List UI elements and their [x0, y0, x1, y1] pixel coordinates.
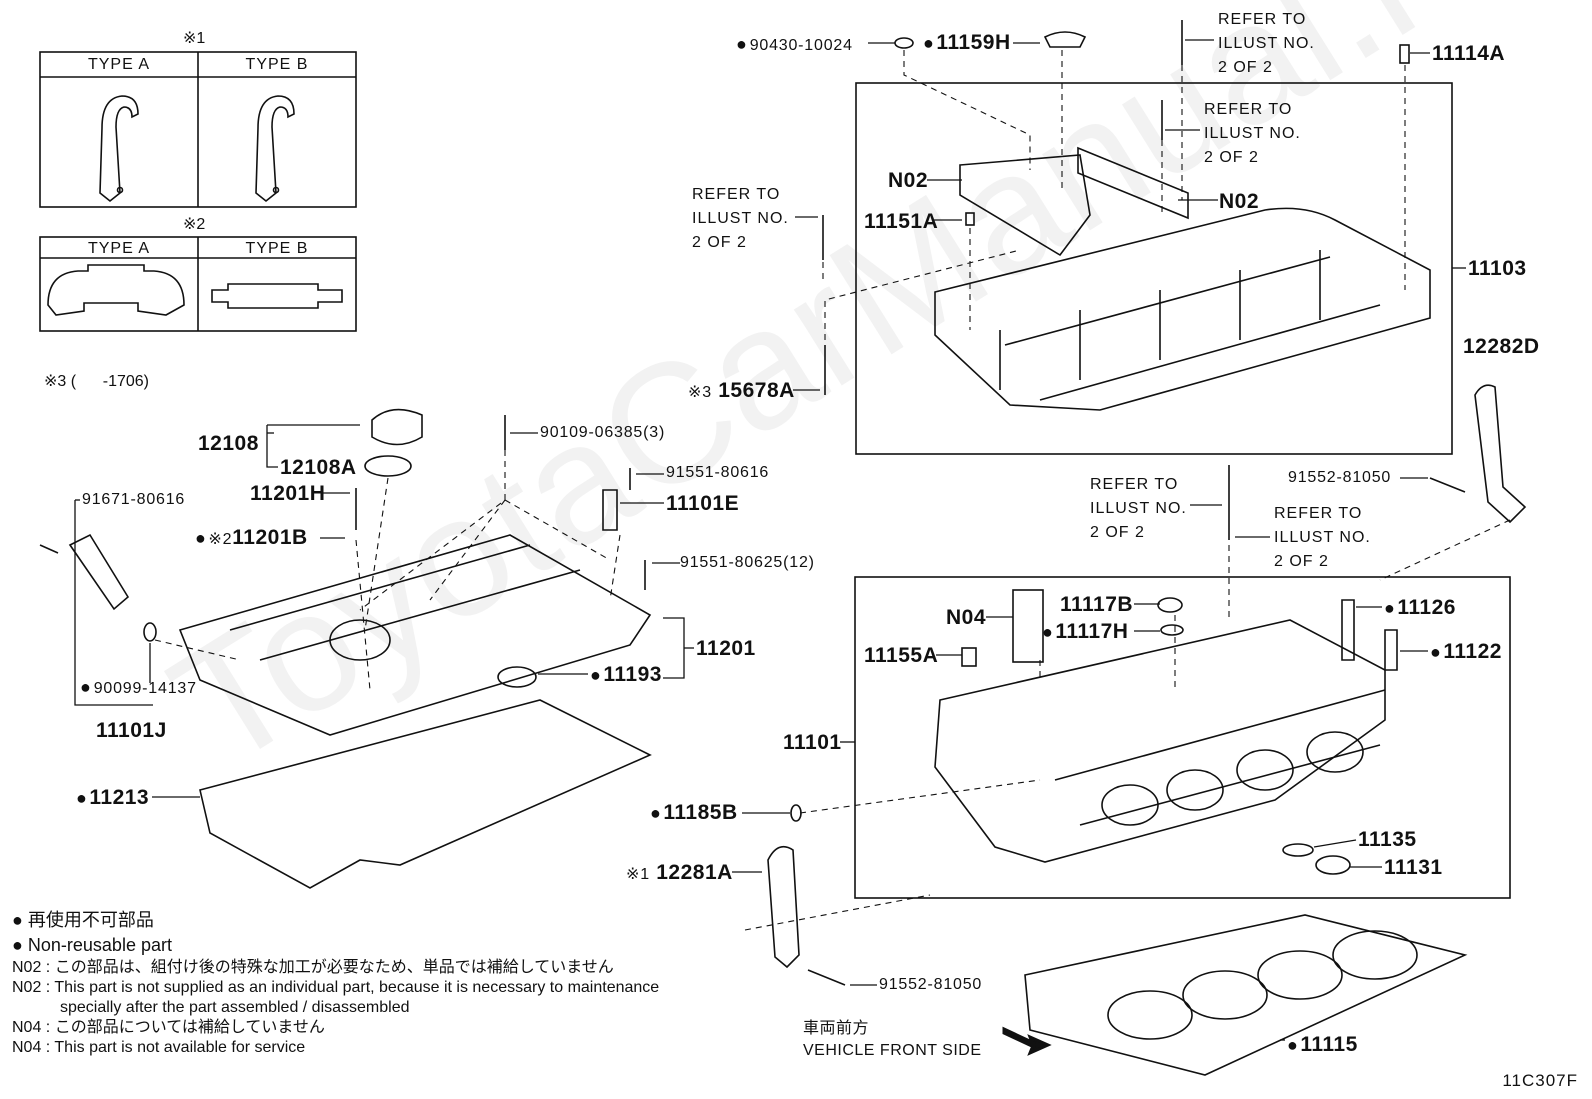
part-11201b[interactable]: ※211201B	[195, 527, 308, 548]
part-11131[interactable]: 11131	[1384, 856, 1443, 879]
part-91671-80616[interactable]: 91671-80616	[82, 491, 186, 508]
part-11135[interactable]: 11135	[1358, 828, 1417, 851]
gasket-11135	[1282, 843, 1314, 857]
vehicle-front-label: 車両前方 VEHICLE FRONT SIDE	[803, 1020, 982, 1059]
part-12108[interactable]: 12108	[198, 432, 259, 455]
legend-n04-jp: N04 : この部品については補給していません	[12, 1019, 325, 1036]
bullet-icon: ●	[12, 935, 23, 955]
table2-type-a: TYPE A	[87, 240, 151, 257]
legend-n04-en: N04 : This part is not available for ser…	[12, 1039, 306, 1056]
assembly-lines	[154, 50, 1511, 931]
part-11103[interactable]: 11103	[1468, 257, 1527, 280]
part-11115[interactable]: 11115	[1287, 1034, 1358, 1055]
part-90099-14137[interactable]: 90099-14137	[80, 678, 197, 697]
cylinder-head	[934, 619, 1386, 863]
gasket-type-b-icon	[211, 283, 343, 309]
part-11101j[interactable]: 11101J	[96, 719, 167, 742]
part-n02-right[interactable]: N02	[1219, 190, 1260, 213]
part-12282d[interactable]: 12282D	[1463, 335, 1540, 358]
leader-lines	[74, 39, 1466, 1041]
table2-mark: ※2	[183, 216, 206, 233]
oil-seal	[497, 666, 537, 688]
table1-mark: ※1	[183, 30, 206, 47]
legend-nonreusable-en: ● Non-reusable part	[12, 935, 172, 955]
part-11101e[interactable]: 11101E	[666, 492, 740, 515]
part-91551-80625[interactable]: 91551-80625(12)	[680, 554, 815, 571]
hook-type-b-icon	[255, 95, 295, 203]
part-12281a[interactable]: ※1 12281A	[626, 861, 733, 884]
part-n04[interactable]: N04	[946, 606, 987, 629]
cam-position-sensor	[602, 489, 618, 531]
oil-filler-cap	[371, 408, 423, 446]
cylinder-head-frame	[854, 576, 1511, 899]
oil-control-valve	[68, 533, 130, 611]
part-11201h[interactable]: 11201H	[250, 482, 326, 505]
bullet-icon: ●	[12, 910, 23, 930]
part-12108a[interactable]: 12108A	[280, 456, 357, 479]
part-11151a[interactable]: 11151A	[864, 210, 939, 233]
part-91551-80616[interactable]: 91551-80616	[666, 464, 770, 481]
hook-type-a-icon	[99, 95, 139, 203]
part-11122[interactable]: 11122	[1430, 641, 1502, 662]
gasket-type-a-icon	[47, 264, 185, 316]
legend-nonreusable-jp: ● 再使用不可部品	[12, 910, 154, 930]
part-11117b[interactable]: 11117B	[1060, 593, 1134, 616]
table1-type-b: TYPE B	[245, 56, 309, 73]
legend-n02-jp: N02 : この部品は、組付け後の特殊な加工が必要なため、単品では補給していませ…	[12, 959, 614, 976]
part-11117h[interactable]: 11117H	[1042, 621, 1128, 642]
part-15678a[interactable]: ※3 15678A	[688, 379, 795, 402]
cam-housing	[934, 207, 1431, 411]
part-n02-left[interactable]: N02	[888, 169, 929, 192]
part-90109-06385[interactable]: 90109-06385(3)	[540, 424, 666, 441]
part-11114a[interactable]: 11114A	[1432, 42, 1506, 65]
part-11101[interactable]: 11101	[783, 731, 842, 754]
part-11193[interactable]: 11193	[590, 664, 662, 685]
table1-type-a: TYPE A	[87, 56, 151, 73]
legend-n02-en-cont: specially after the part assembled / dis…	[60, 999, 410, 1016]
legend: ● 再使用不可部品 ● Non-reusable part N02 : この部品…	[12, 908, 659, 1058]
hook-type-table	[39, 51, 357, 208]
part-11213[interactable]: 11213	[76, 787, 149, 808]
part-11185b[interactable]: 11185B	[650, 802, 738, 823]
seal-11131	[1315, 855, 1351, 875]
o-ring-11185b	[790, 804, 802, 822]
note3: ※3 ( -1706)	[44, 373, 149, 390]
part-11159h[interactable]: 11159H	[923, 32, 1011, 53]
valve-cover-gasket	[199, 699, 652, 889]
front-arrow-icon	[1002, 1026, 1052, 1056]
part-91552-81050-rear[interactable]: 91552-81050	[1288, 469, 1392, 486]
part-11201[interactable]: 11201	[696, 637, 756, 660]
plug-11155a	[961, 647, 977, 667]
figure-code: 11C307F	[1502, 1071, 1578, 1090]
part-11155a[interactable]: 11155A	[864, 644, 939, 667]
dowel-n04	[1012, 589, 1044, 663]
engine-hanger-rear	[1474, 384, 1527, 524]
cam-cap-n02-right	[1077, 146, 1189, 220]
part-90430-10024[interactable]: 90430-10024	[736, 35, 853, 54]
part-11126[interactable]: 11126	[1384, 597, 1456, 618]
valve-cover	[178, 534, 652, 736]
head-gasket	[1024, 914, 1468, 1076]
part-91552-81050-front[interactable]: 91552-81050	[879, 976, 983, 993]
cam-housing-frame	[855, 82, 1453, 455]
engine-hanger-front	[767, 845, 800, 969]
gasket-type-table	[39, 236, 357, 332]
legend-n02-en: N02 : This part is not supplied as an in…	[12, 979, 660, 996]
table2-type-b: TYPE B	[245, 240, 309, 257]
cam-cap-n02-left	[959, 154, 1091, 257]
